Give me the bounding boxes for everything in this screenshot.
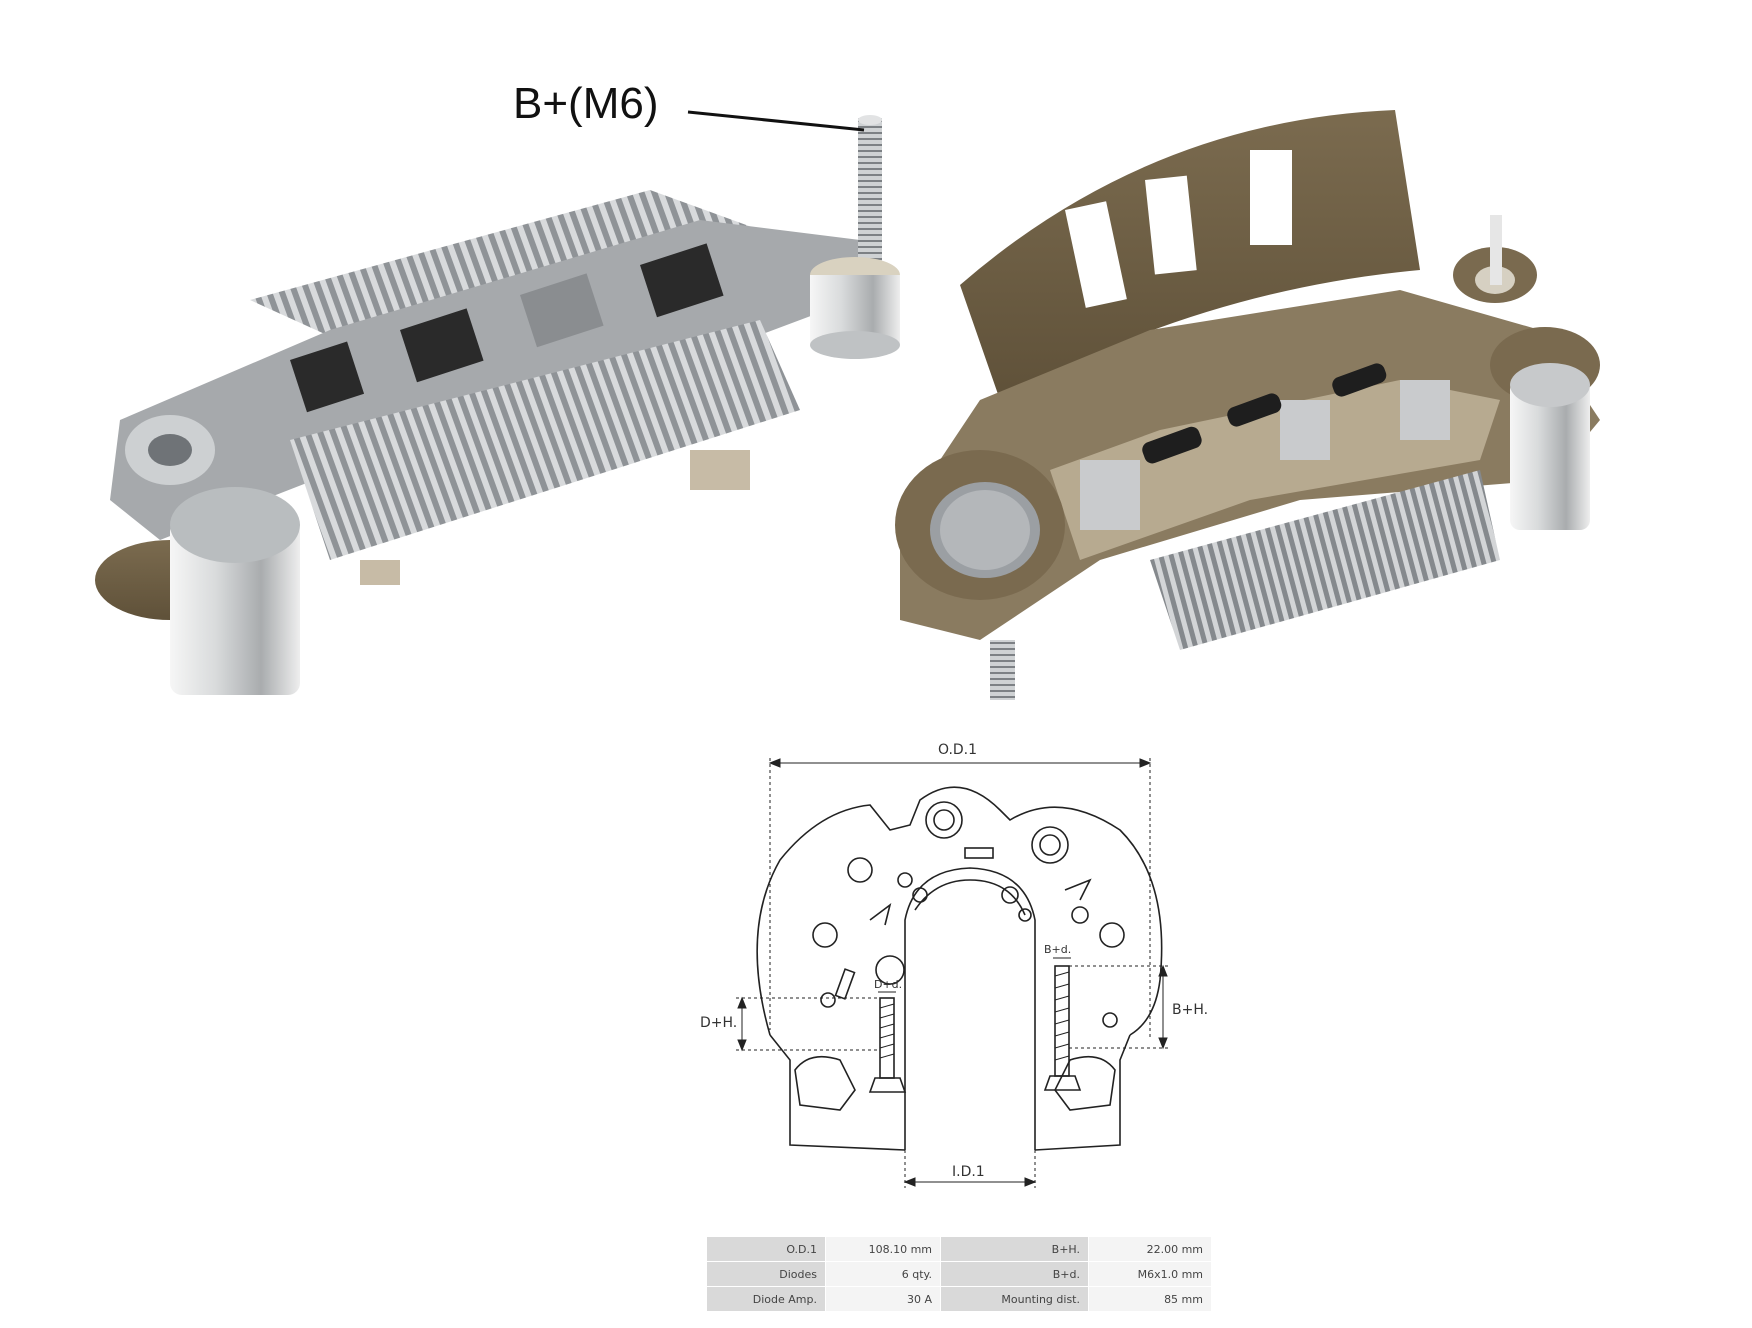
spec-label: B+d. [940, 1261, 1089, 1287]
dimension-diagram: O.D.1 I.D.1 D+H. D+d. B+H. B+d. [700, 742, 1208, 1188]
spec-label: Diodes [706, 1261, 826, 1287]
rectifier-right-photo [895, 110, 1600, 700]
product-photos: B+(M6) [95, 79, 1600, 700]
spec-label: B+H. [940, 1236, 1089, 1262]
spec-label: O.D.1 [706, 1236, 826, 1262]
rectifier-outline [756, 786, 1163, 1036]
rectifier-left-photo [95, 115, 900, 695]
callout-line [687, 110, 865, 132]
spec-value: 30 A [825, 1286, 941, 1312]
spec-value: 6 qty. [825, 1261, 941, 1287]
spec-table: O.D.1 108.10 mm B+H. 22.00 mm Diodes 6 q… [706, 1236, 1212, 1312]
dh-label: D+H. [700, 1015, 737, 1031]
spec-label: Diode Amp. [706, 1286, 826, 1312]
callout-label: B+(M6) [513, 79, 658, 128]
spec-value: M6x1.0 mm [1088, 1261, 1212, 1287]
table-row: Diodes 6 qty. B+d. M6x1.0 mm [706, 1261, 1212, 1287]
spec-value: 22.00 mm [1088, 1236, 1212, 1262]
bd-label: B+d. [1044, 943, 1071, 956]
spec-value: 108.10 mm [825, 1236, 941, 1262]
dd-label: D+d. [874, 978, 902, 991]
inner-horseshoe [904, 867, 1036, 1150]
spec-label: Mounting dist. [940, 1286, 1089, 1312]
spec-value: 85 mm [1088, 1286, 1212, 1312]
table-row: Diode Amp. 30 A Mounting dist. 85 mm [706, 1286, 1212, 1312]
table-row: O.D.1 108.10 mm B+H. 22.00 mm [706, 1236, 1212, 1262]
id-label: I.D.1 [952, 1164, 985, 1180]
bh-label: B+H. [1172, 1002, 1208, 1018]
od-label: O.D.1 [938, 742, 977, 758]
